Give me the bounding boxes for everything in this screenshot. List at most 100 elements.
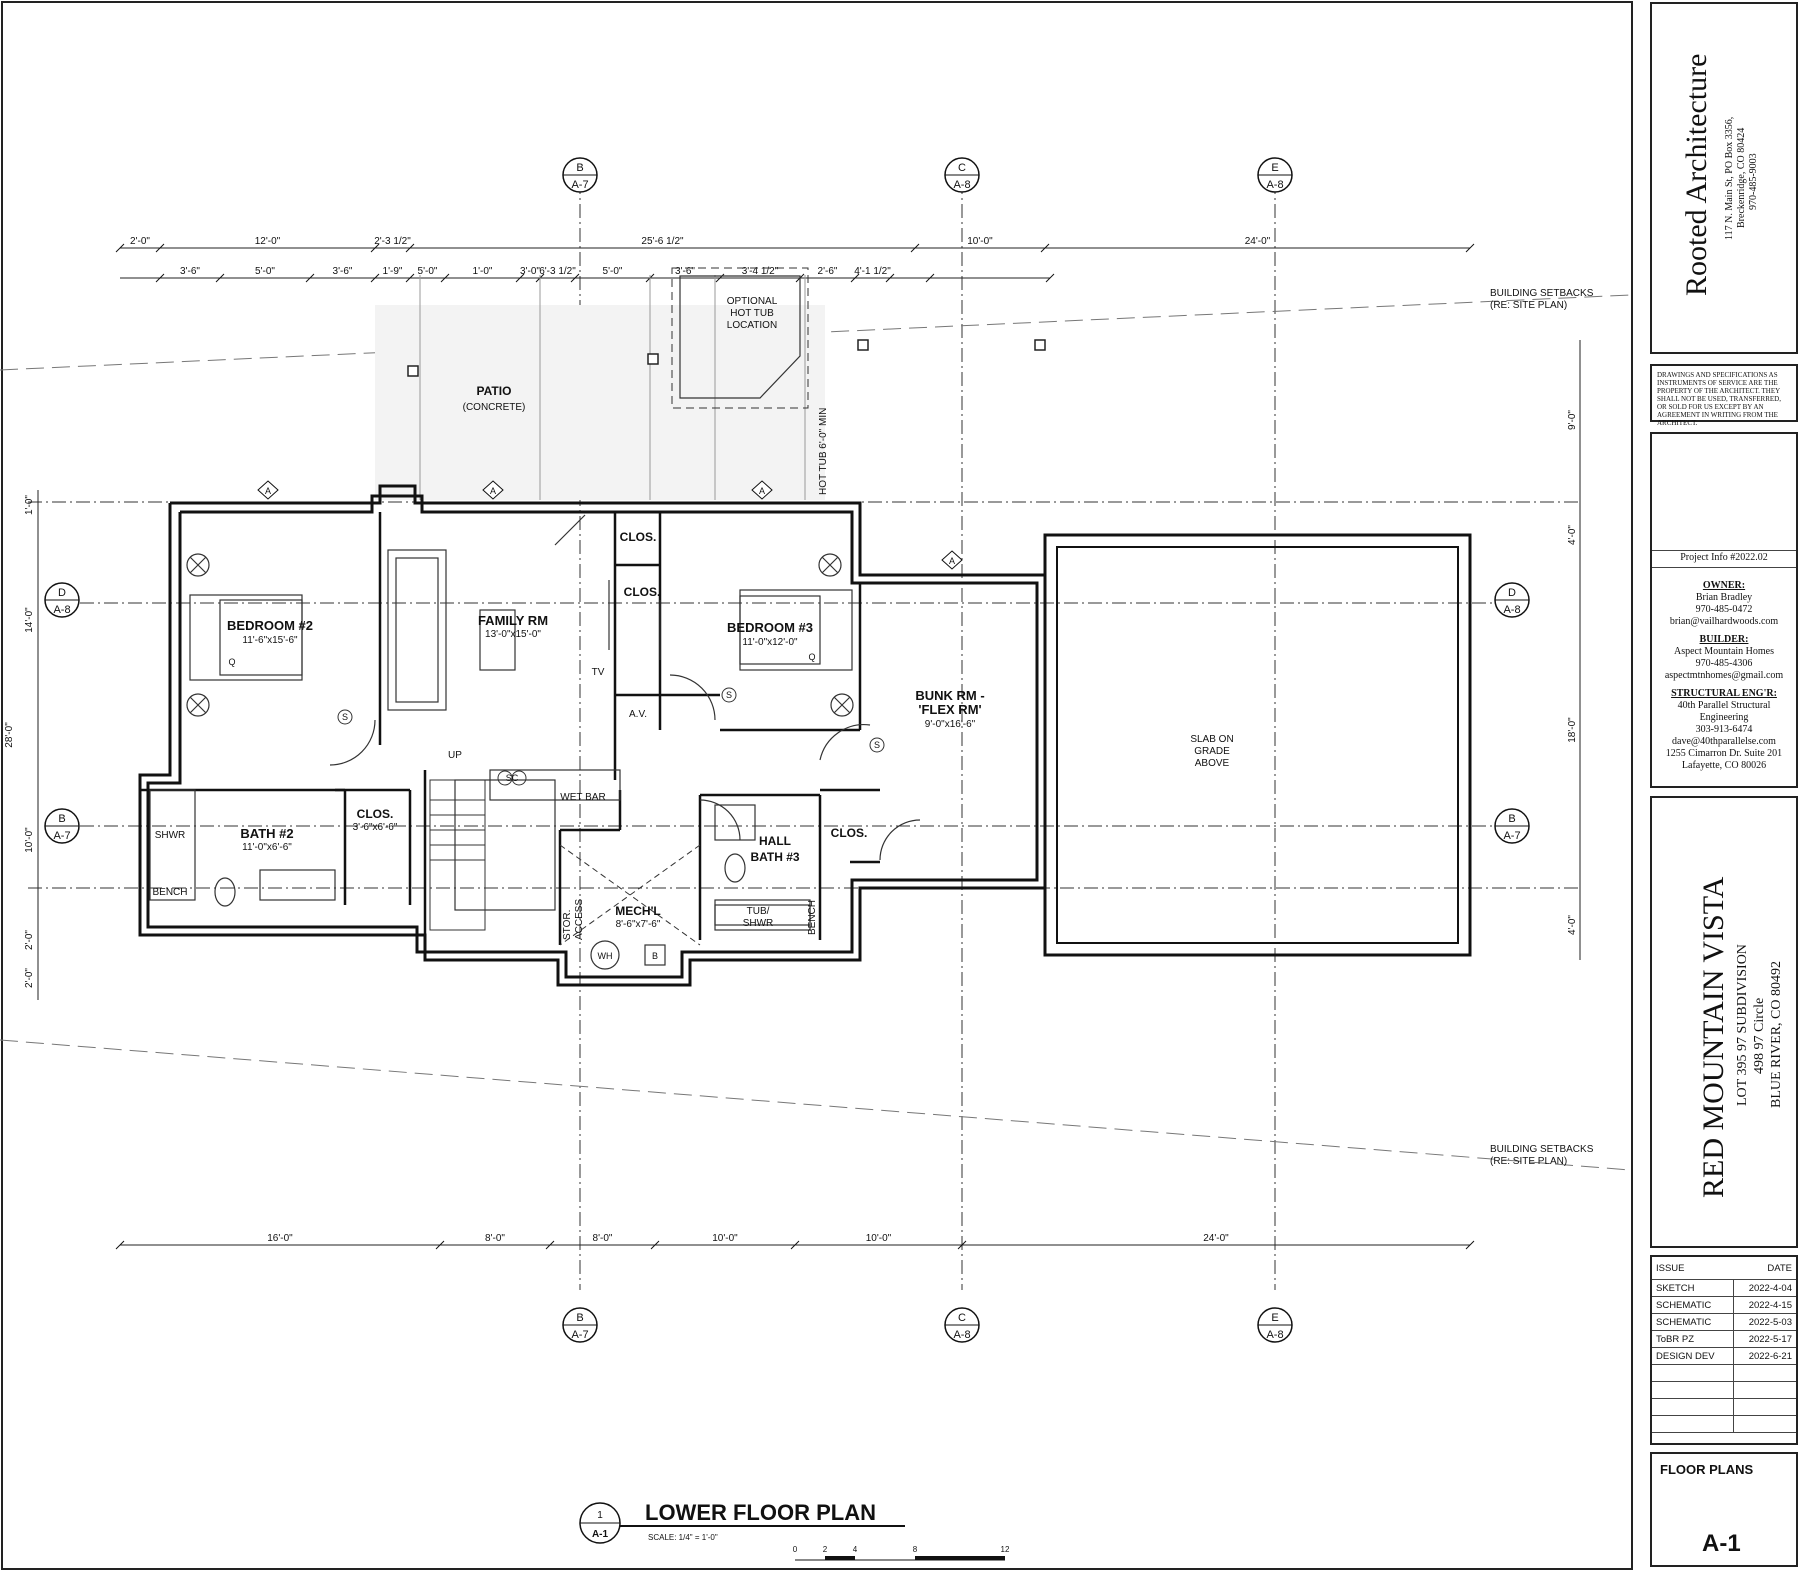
contact-line: 40th Parallel Structural Engineering (1677, 700, 1771, 723)
top-dim-label-2: 3'-4 1/2" (742, 266, 779, 277)
patio-area (375, 305, 825, 500)
project-line-3: BLUE RIVER, CO 80492 (1769, 961, 1784, 1108)
smoke-detector-2: S (726, 690, 732, 700)
hot-tub-dim-label: HOT TUB 6'-0" MIN (818, 408, 829, 495)
mech-x (559, 844, 701, 946)
dim-tick (115, 1240, 125, 1250)
bedroom2-size: 11'-6"x15'-6" (242, 635, 298, 646)
slab-label-2: GRADE (1194, 746, 1230, 757)
issue-row (1652, 1381, 1796, 1399)
section-marker-sheet: A-7 (571, 1329, 588, 1341)
top-dim-label-2: 3'-6" (675, 266, 695, 277)
issue-cell: SCHEMATIC (1652, 1296, 1734, 1314)
top-dim-label-2: 1'-9" (383, 266, 403, 277)
mech-label: MECH'L (615, 904, 661, 918)
contact-line: brian@vailhardwoods.com (1669, 616, 1779, 627)
top-dim-label-2: 5'-0" (418, 266, 438, 277)
dim-tick (545, 1240, 555, 1250)
smoke-co-detector: SC (506, 773, 519, 783)
left-dim-label: 1'-0" (24, 495, 35, 515)
project-info-number: Project Info #2022.02 (1680, 552, 1768, 563)
top-dim-label-1: 12'-0" (255, 236, 281, 247)
dim-tick (1465, 243, 1475, 253)
top-dim-label-1: 10'-0" (967, 236, 993, 247)
top-dim-label-1: 24'-0" (1245, 236, 1271, 247)
dim-tick (850, 273, 860, 283)
bench-label-2: BENCH (807, 900, 818, 935)
section-marker-sheet: A-7 (571, 179, 588, 191)
closet-label-3: CLOS. (357, 807, 394, 821)
bottom-dims: 16'-0"8'-0"8'-0"10'-0"10'-0"24'-0" (267, 1233, 1229, 1244)
bottom-dim-label: 24'-0" (1203, 1233, 1229, 1244)
top-dim-label-2: 3'-0" (520, 266, 540, 277)
contact-line: dave@40thparallelse.com (1672, 736, 1776, 747)
left-dim-label: 10'-0" (24, 827, 35, 853)
issue-cell (1652, 1415, 1734, 1433)
issue-cell (1732, 1364, 1796, 1382)
exterior-walls (138, 484, 1047, 987)
stor-label-2: ACCESS (574, 899, 585, 940)
windows (225, 502, 970, 584)
scale-mark: 8 (913, 1545, 918, 1554)
issue-cell (1732, 1381, 1796, 1399)
issue-row (1652, 1415, 1796, 1433)
section-marker-letter: C (958, 1312, 966, 1324)
disclaimer-text: DRAWINGS AND SPECIFICATIONS AS INSTRUMEN… (1657, 371, 1781, 427)
dim-tick (910, 243, 920, 253)
bottom-dim-label: 10'-0" (866, 1233, 892, 1244)
section-marker-sheet: A-7 (53, 830, 70, 842)
top-dim-label-2: 2'-6" (818, 266, 838, 277)
sheet-block: FLOOR PLANS A-1 (1650, 1452, 1798, 1567)
section-marker-sheet: A-8 (1266, 1329, 1283, 1341)
window-tag-letter: A (949, 556, 955, 566)
section-marker-sheet: A-8 (53, 604, 70, 616)
issue-cell (1652, 1364, 1734, 1382)
sheet-border (1, 1, 1633, 1570)
patio-label: PATIO (477, 384, 512, 398)
bedroom2-label: BEDROOM #2 (227, 618, 313, 633)
dim-tick (215, 273, 225, 283)
column-posts (407, 339, 1046, 377)
section-marker-sheet: A-8 (1503, 604, 1520, 616)
drawing-scale: SCALE: 1/4" = 1'-0" (648, 1533, 718, 1542)
dim-tick (515, 273, 525, 283)
smoke-detectors (337, 687, 885, 786)
section-marker-letter: E (1271, 162, 1278, 174)
flex-room-label: 'FLEX RM' (918, 702, 981, 717)
bunk-room-size: 9'-0"x16'-6" (925, 719, 976, 730)
scale-mark: 12 (1001, 1545, 1010, 1554)
project-line-1: LOT 395 97 SUBDIVISION (1735, 944, 1750, 1106)
bottom-dim-label: 8'-0" (593, 1233, 613, 1244)
stairs (429, 779, 486, 931)
right-dim-label: 4'-0" (1567, 525, 1578, 545)
sheet-number: A-1 (1702, 1530, 1741, 1557)
patio-sub-label: (CONCRETE) (463, 402, 526, 413)
scale-mark: 2 (823, 1545, 828, 1554)
tub-label-1: TUB/ (747, 906, 770, 917)
top-dim-label-2: 5'-0" (255, 266, 275, 277)
light-fixtures (186, 553, 854, 970)
right-dim-label: 4'-0" (1567, 915, 1578, 935)
project-info-block: Project Info #2022.02 OWNER:Brian Bradle… (1650, 432, 1798, 788)
bath2-size: 11'-0"x6'-6" (242, 842, 292, 853)
top-dim-label-2: 3'-6" (180, 266, 200, 277)
drawing-title: LOWER FLOOR PLAN (645, 1500, 876, 1525)
contact-line: Brian Bradley (1695, 592, 1753, 603)
top-dim-label-2: 6'-3 1/2" (539, 266, 576, 277)
dim-tick (1465, 1240, 1475, 1250)
project-name: RED MOUNTAIN VISTA (1697, 876, 1730, 1198)
hot-tub-outline (671, 267, 809, 409)
slab-area-inner (1056, 546, 1459, 944)
section-marker-letter: C (958, 162, 966, 174)
issue-cell: 2022-4-15 (1732, 1296, 1796, 1314)
contact-line: 970-485-4306 (1695, 658, 1753, 669)
bottom-dim-label: 8'-0" (485, 1233, 505, 1244)
scale-mark: 0 (793, 1545, 798, 1554)
firm-address-3: 970-485-9003 (1748, 153, 1759, 210)
